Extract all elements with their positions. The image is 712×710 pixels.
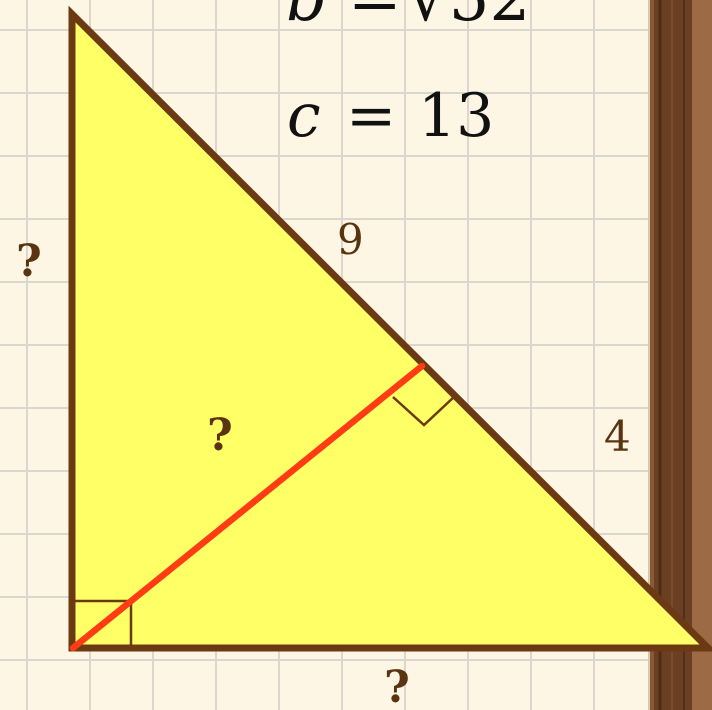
- wood-frame: [648, 0, 712, 710]
- equation-c-variable: c: [287, 81, 321, 151]
- altitude-line: [69, 362, 426, 652]
- hypotenuse-lower-segment-label: 4: [604, 412, 631, 461]
- left-leg-label: ?: [16, 236, 42, 287]
- equation-b-equals: =: [348, 0, 402, 36]
- equation-c: c = 13: [287, 81, 494, 151]
- equation-c-value: 13: [418, 81, 494, 151]
- bottom-leg-label: ?: [384, 662, 410, 710]
- equation-b-value: √52: [408, 0, 530, 36]
- equation-b-variable: b: [286, 0, 327, 36]
- right-angle-marker-altitude-foot: [392, 395, 456, 427]
- altitude-label: ?: [207, 410, 233, 461]
- equation-c-equals: =: [346, 81, 396, 151]
- equation-b: b = √52: [286, 0, 530, 36]
- right-triangle: [68, 5, 712, 652]
- hypotenuse-upper-segment-label: 9: [337, 215, 364, 264]
